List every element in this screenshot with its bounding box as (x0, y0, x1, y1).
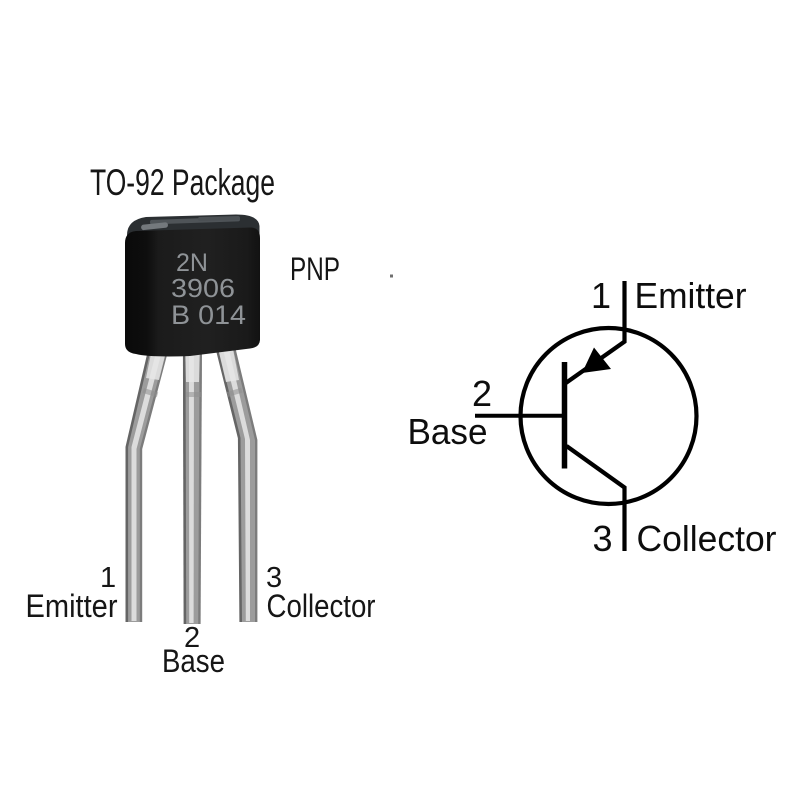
svg-text:2: 2 (472, 373, 492, 414)
svg-text:B 014: B 014 (171, 300, 246, 330)
svg-text:Collector: Collector (267, 588, 376, 624)
svg-text:Collector: Collector (637, 518, 777, 559)
svg-text:Emitter: Emitter (635, 275, 747, 316)
svg-text:3: 3 (266, 562, 282, 594)
svg-text:1: 1 (591, 275, 611, 316)
svg-text:1: 1 (100, 562, 116, 594)
svg-text:3: 3 (593, 518, 613, 559)
svg-text:TO-92 Package: TO-92 Package (90, 162, 275, 203)
svg-text:PNP: PNP (290, 251, 340, 287)
svg-text:2: 2 (184, 622, 200, 654)
svg-text:3906: 3906 (171, 273, 235, 303)
svg-text:Base: Base (408, 411, 488, 452)
svg-text:Emitter: Emitter (26, 588, 118, 624)
svg-text:2N: 2N (176, 249, 208, 277)
svg-text:Base: Base (162, 643, 225, 679)
